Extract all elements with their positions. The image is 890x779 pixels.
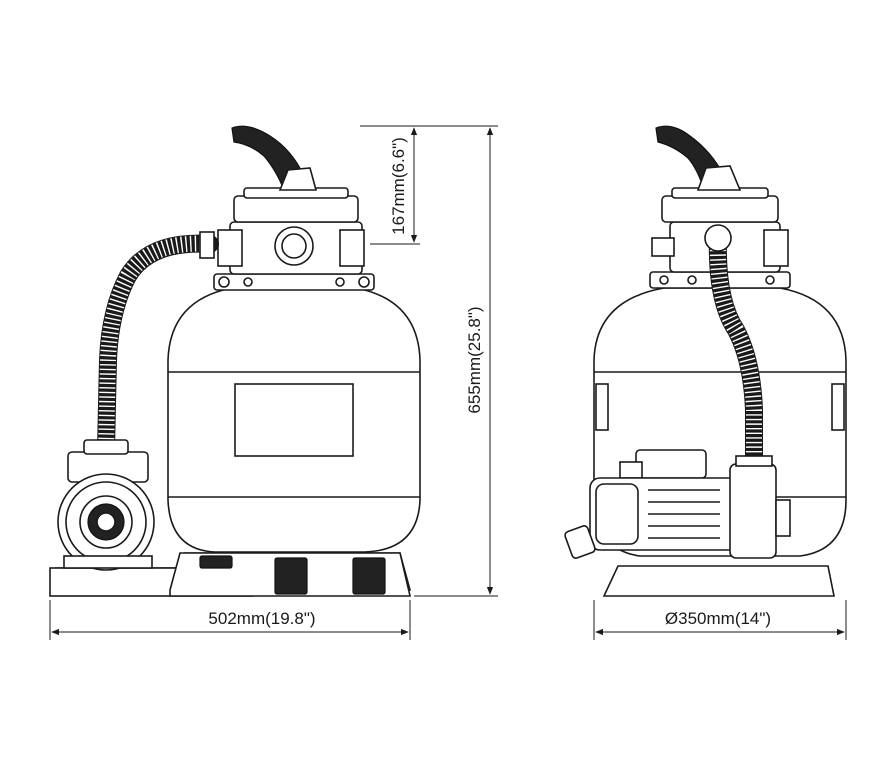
side-hose (704, 224, 763, 469)
side-pump (564, 449, 791, 559)
front-hose (97, 231, 219, 459)
front-view: 502mm(19.8") 167mm(6.6") 655mm(25.8") (49, 125, 498, 640)
side-base (602, 565, 835, 597)
side-view: Ø350mm(14") (564, 125, 847, 640)
front-tank (167, 287, 421, 553)
diameter-dimension-label: Ø350mm(14") (665, 609, 771, 628)
width-dimension-label: 502mm(19.8") (208, 609, 315, 628)
front-base (49, 552, 412, 597)
front-pump (57, 439, 155, 571)
front-valve (213, 125, 375, 291)
front-label-panel (234, 383, 354, 457)
height-dimension-label: 655mm(25.8") (465, 306, 484, 413)
valve-height-dimension-label: 167mm(6.6") (389, 137, 408, 235)
side-valve (649, 125, 791, 289)
